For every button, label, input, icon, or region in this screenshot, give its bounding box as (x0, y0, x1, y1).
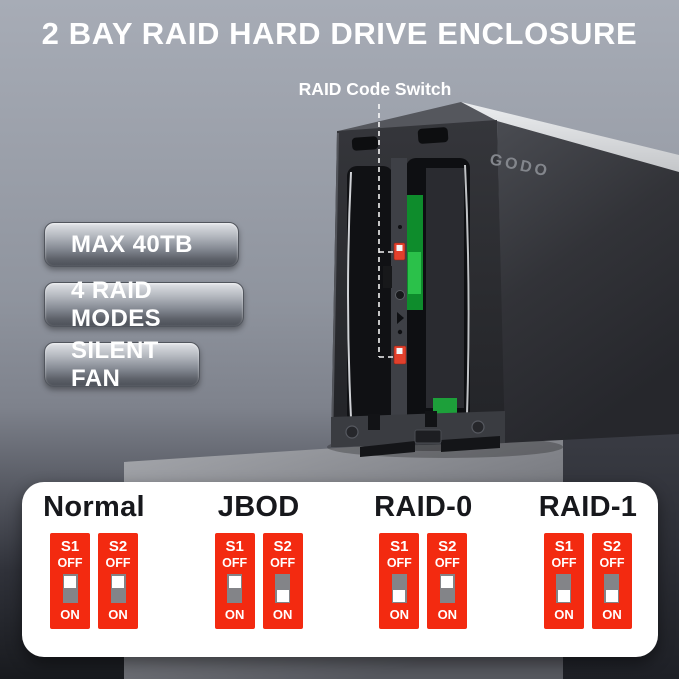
mode-group-normal: Normal S1 OFF ON S2 OFF ON (43, 482, 145, 657)
page-title: 2 BAY RAID HARD DRIVE ENCLOSURE (41, 16, 638, 51)
switch-on-label: ON (602, 607, 622, 622)
feature-badge-max-capacity: MAX 40TB (44, 222, 239, 267)
switch-id-label: S2 (438, 538, 457, 555)
mode-switches: S1 OFF ON S2 OFF ON (214, 533, 303, 629)
switch-knob-icon (605, 589, 618, 602)
switch-knob-icon (64, 575, 76, 588)
switch-knob-icon (112, 575, 124, 588)
switch-slider-slot (391, 574, 407, 603)
switch-id-label: S1 (225, 538, 244, 555)
mode-switches: S1 OFF ON S2 OFF ON (50, 533, 138, 629)
dip-switch: S1 OFF ON (214, 533, 255, 629)
switch-id-label: S2 (108, 538, 128, 555)
switch-slider-slot (604, 574, 620, 603)
switch-on-label: ON (224, 607, 245, 622)
switch-id-label: S1 (554, 538, 574, 555)
switch-off-label: OFF (105, 556, 131, 571)
mode-group-jbod: JBOD S1 OFF ON S2 OFF ON (211, 482, 307, 657)
switch-slider-slot (62, 574, 78, 603)
switch-id-label: S1 (60, 538, 80, 555)
switch-slider-slot (110, 574, 126, 603)
switch-off-label: OFF (57, 556, 83, 571)
mode-group-raid0: RAID-0 S1 OFF ON S2 OFF ON (374, 482, 473, 657)
switch-knob-icon (276, 589, 289, 602)
switch-on-label: ON (60, 607, 80, 622)
feature-badge-raid-modes: 4 RAID MODES (44, 277, 244, 332)
switch-slider-slot (275, 574, 291, 603)
dip-switch: S1 OFF ON (543, 533, 584, 629)
mode-title: RAID-1 (538, 491, 638, 523)
mode-group-raid1: RAID-1 S1 OFF ON S2 OFF ON (538, 482, 638, 657)
raid-switch-callout-line (378, 104, 393, 358)
switch-on-label: ON (389, 607, 410, 622)
switch-on-label: ON (437, 607, 458, 622)
dip-switch: S2 OFF ON (591, 533, 632, 629)
mode-title: Normal (43, 491, 145, 523)
switch-off-label: OFF (434, 556, 460, 571)
switch-knob-icon (557, 589, 570, 602)
switch-off-label: OFF (551, 556, 577, 571)
switch-off-label: OFF (386, 556, 412, 571)
raid-code-switch-label: RAID Code Switch (298, 79, 452, 99)
switch-knob-icon (228, 575, 241, 588)
switch-on-label: ON (272, 607, 293, 622)
mode-switches: S1 OFF ON S2 OFF ON (379, 533, 468, 629)
switch-id-label: S2 (273, 538, 292, 555)
switch-off-label: OFF (599, 556, 625, 571)
switch-on-label: ON (554, 607, 574, 622)
switch-id-label: S2 (602, 538, 622, 555)
dip-switch: S2 OFF ON (262, 533, 303, 629)
feature-badges: MAX 40TB 4 RAID MODES SILENT FAN (44, 222, 244, 392)
switch-on-label: ON (108, 607, 128, 622)
mode-switches: S1 OFF ON S2 OFF ON (543, 533, 632, 629)
switch-slider-slot (439, 574, 455, 603)
switch-slider-slot (556, 574, 572, 603)
switch-off-label: OFF (222, 556, 248, 571)
switch-knob-icon (393, 589, 406, 602)
switch-slider-slot (227, 574, 243, 603)
dip-switch: S2 OFF ON (98, 533, 138, 629)
dip-switch: S1 OFF ON (379, 533, 420, 629)
enclosure-illustration: GODO (331, 102, 679, 457)
switch-knob-icon (441, 575, 454, 588)
dip-switch: S1 OFF ON (50, 533, 90, 629)
raid-mode-panel: Normal S1 OFF ON S2 OFF ON JBOD (22, 482, 658, 657)
switch-off-label: OFF (270, 556, 296, 571)
mode-title: RAID-0 (374, 491, 473, 523)
feature-badge-silent-fan: SILENT FAN (44, 337, 200, 392)
switch-id-label: S1 (390, 538, 409, 555)
mode-title: JBOD (217, 491, 300, 523)
dip-switch: S2 OFF ON (427, 533, 468, 629)
